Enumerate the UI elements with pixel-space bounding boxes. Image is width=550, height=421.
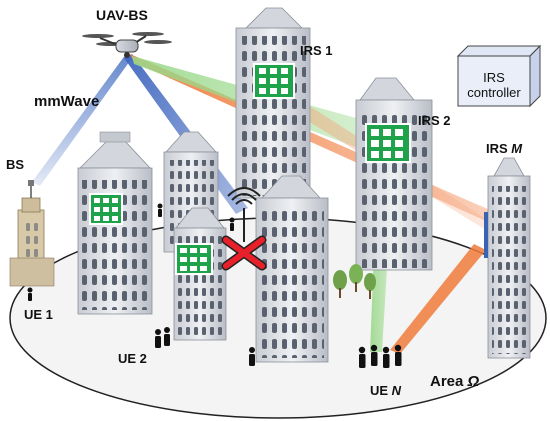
ue-n-label: UE N <box>370 384 401 397</box>
irs-m-panel <box>484 212 488 258</box>
irs-m-label-var: M <box>511 141 523 156</box>
building-irs-m-tower <box>484 157 531 359</box>
irs-building-center-panel <box>175 243 213 275</box>
blocked-link-cross-icon <box>221 235 267 271</box>
building-left <box>77 131 153 315</box>
ue-1-label: UE 1 <box>24 307 53 322</box>
bs-label: BS <box>6 157 25 172</box>
uav-bs-label: UAV-BS <box>96 7 148 23</box>
irs-controller-line1: IRS <box>483 70 505 85</box>
area-label-var: Ω <box>467 373 480 390</box>
area-label: Area Ω <box>430 374 479 389</box>
irs-m-label-prefix: IRS <box>486 141 512 156</box>
building-irs-1-tower <box>235 7 311 199</box>
building-front-center <box>255 175 329 363</box>
irs-controller: IRS controller <box>447 58 535 110</box>
irs-controller-box <box>456 44 542 108</box>
mmwave-label: mmWave <box>34 93 100 110</box>
irs-1-panel <box>253 63 295 99</box>
ue-n-label-prefix: UE <box>370 383 392 398</box>
building-irs-2 <box>355 77 433 271</box>
user-person-icon <box>27 203 402 368</box>
base-station-tower-icon <box>9 180 55 287</box>
mmwave-backhaul-beam <box>32 54 132 186</box>
area-label-prefix: Area <box>430 373 468 390</box>
ue-n-label-var: N <box>391 383 402 398</box>
irs-building-left-panel <box>89 193 123 225</box>
antenna-signal-icon <box>227 187 261 242</box>
irs-1-label: IRS 1 <box>300 43 333 58</box>
irs-2-panel <box>365 123 411 163</box>
irs-m-label: IRS M <box>486 142 522 155</box>
irs-m-to-ue-n-beam <box>390 244 486 354</box>
ue-2-label: UE 2 <box>118 351 147 366</box>
tree-icon <box>333 264 376 299</box>
irs-2-label: IRS 2 <box>418 113 451 128</box>
irs-controller-line2: controller <box>467 85 521 100</box>
uav-drone-icon <box>82 32 172 58</box>
